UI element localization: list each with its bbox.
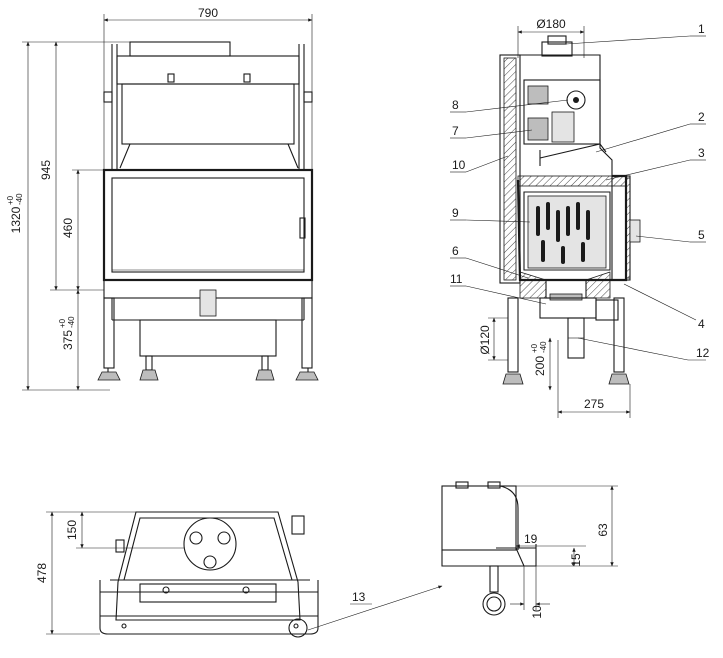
detail-body: [441, 485, 517, 551]
depth-label: 478: [35, 563, 49, 583]
front-legs: [97, 297, 319, 381]
inlet-offset-label: 275: [584, 397, 604, 411]
callout-9: 9: [452, 206, 459, 220]
glass-height-label: 460: [61, 218, 75, 238]
callout-13: 13: [352, 590, 366, 604]
front-view: 790: [6, 6, 319, 391]
callout-4: 4: [698, 317, 705, 331]
callout-6: 6: [452, 244, 459, 258]
top-view: 478 150: [35, 511, 319, 638]
overall-width-label: 790: [198, 6, 218, 20]
top-plate: [116, 55, 300, 85]
callout-11: 11: [450, 272, 463, 286]
side-handle: [629, 219, 641, 243]
detail-circle: [288, 618, 308, 638]
flue-outlet: [541, 41, 573, 57]
rear-wall: [499, 54, 521, 284]
air-box: [139, 319, 277, 357]
dim-flue-offset: 150: [65, 511, 184, 549]
dim-body-height: 945: [39, 41, 58, 291]
callout-8: 8: [452, 98, 459, 112]
dim-detail-19: 19: [515, 532, 586, 548]
callouts: 1 2 3 4 5 6 7 8 9 10 11 12: [450, 22, 710, 361]
svg-text:-40: -40: [15, 193, 24, 205]
dim-air-inlet-diameter: Ø120: [478, 317, 508, 361]
detail-19-label: 19: [524, 532, 538, 546]
flue-offset-label: 150: [65, 520, 79, 540]
dim-depth: 478: [35, 511, 136, 635]
callout-2: 2: [698, 110, 705, 124]
overall-height-label: 1320: [9, 206, 23, 233]
dim-detail-15: 15: [569, 547, 583, 567]
detail-ring: [482, 592, 506, 616]
callout-5: 5: [698, 228, 705, 242]
dim-inlet-offset: 275: [557, 340, 631, 418]
flue-diameter-label: Ø180: [536, 17, 566, 31]
callout-1: 1: [698, 22, 705, 36]
leg-height-label: 375: [61, 330, 75, 350]
svg-text:+0: +0: [6, 195, 15, 205]
flue-collar-front: [129, 41, 231, 57]
top-outline: [115, 511, 301, 621]
ash-pan: [539, 297, 597, 319]
door-frame: [102, 168, 314, 282]
body-height-label: 945: [39, 160, 53, 180]
callout-12: 12: [696, 346, 710, 360]
callout-10: 10: [452, 158, 466, 172]
flue-box: [523, 79, 601, 145]
side-section-view: Ø180: [450, 17, 710, 418]
detail-15-label: 15: [569, 553, 583, 567]
dim-flue-diameter: Ø180: [517, 17, 585, 58]
air-control: [199, 289, 217, 317]
dim-glass-height: 460: [50, 169, 104, 291]
door-handle: [299, 217, 306, 239]
svg-text:-40: -40: [67, 316, 76, 328]
firebricks: [527, 195, 607, 269]
detail-10-label: 10: [530, 605, 544, 619]
air-inlet-height-label: 200: [533, 356, 547, 376]
detail-arrow: [307, 585, 443, 631]
dim-detail-height: 63: [516, 485, 618, 567]
air-inlet-diameter-label: Ø120: [478, 325, 492, 355]
glass-panel: [111, 177, 305, 273]
callout-3: 3: [698, 146, 705, 160]
svg-text:+0: +0: [58, 318, 67, 328]
svg-text:+0: +0: [530, 343, 539, 353]
dim-leg-height: 375 +0 -40: [58, 289, 80, 391]
dim-overall-width: 790: [103, 6, 313, 170]
dim-air-inlet-height: 200 +0 -40: [530, 337, 552, 391]
baffle: [517, 175, 627, 187]
callout-7: 7: [452, 124, 459, 138]
smoke-chamber: [121, 83, 295, 145]
flue-top: [183, 517, 237, 571]
detail-height-label: 63: [596, 523, 610, 537]
dim-overall-height: 1320 +0 -40: [6, 41, 130, 391]
dim-detail-10: 10: [510, 566, 550, 619]
svg-text:-40: -40: [539, 341, 548, 353]
detail-view: 13 63 19 15: [307, 481, 618, 631]
